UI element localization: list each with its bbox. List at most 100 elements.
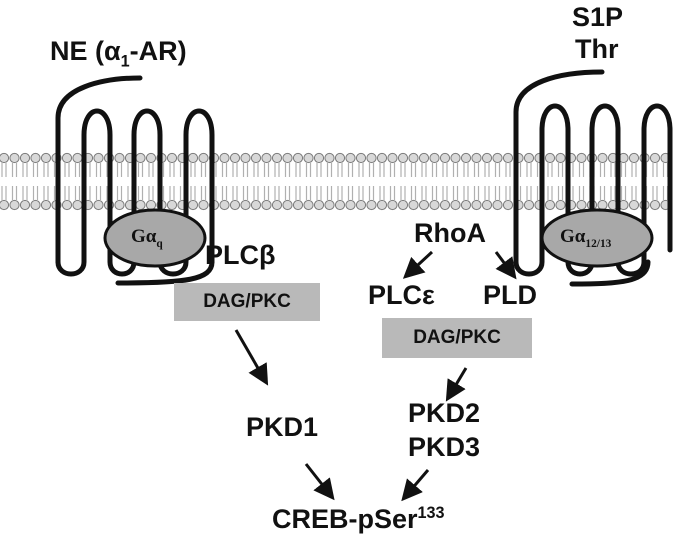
- lipid-head: [597, 152, 608, 164]
- arrow-pkd3-to-creb: [401, 469, 430, 502]
- lipid-head: [450, 199, 461, 211]
- lipid-head: [19, 152, 31, 164]
- lipid-head: [481, 152, 493, 164]
- lipid-head: [397, 152, 409, 164]
- lipid-head: [135, 199, 146, 211]
- lipid-head: [471, 152, 482, 164]
- ligand-s1p-label: S1P: [572, 2, 624, 32]
- lipid-head: [72, 152, 83, 164]
- lipid-head: [345, 199, 356, 211]
- receptor-right: [513, 69, 673, 277]
- lipid-head: [61, 199, 73, 211]
- lipid-head: [219, 152, 230, 164]
- lipid-head: [9, 199, 20, 211]
- lipid-head: [282, 152, 293, 164]
- lipid-head: [30, 199, 41, 211]
- lipid-head: [429, 152, 440, 164]
- lipid-head: [355, 152, 367, 164]
- creb-pser133-label: CREB-pSer133: [272, 504, 445, 534]
- lipid-head: [61, 152, 73, 164]
- arrow-rhoa-to-plce: [402, 250, 434, 279]
- lipid-head: [250, 199, 262, 211]
- pkd3-label: PKD3: [408, 432, 481, 462]
- lipid-head: [345, 152, 356, 164]
- g-protein-right: [540, 208, 654, 268]
- dag-pkc-box-right: DAG/PKC: [382, 318, 532, 358]
- lipid-head: [324, 199, 335, 211]
- lipid-head: [376, 199, 388, 211]
- lipid-head: [324, 152, 335, 164]
- lipid-head: [408, 199, 419, 211]
- g-alpha-q-label: Gαq: [131, 226, 163, 250]
- lipid-head: [576, 199, 587, 211]
- lipid-head: [114, 152, 125, 164]
- lipid-head: [114, 199, 125, 211]
- lipid-head: [303, 152, 314, 164]
- lipid-head: [555, 152, 566, 164]
- plcb-label: PLCβ: [205, 240, 276, 270]
- lipid-head: [397, 199, 409, 211]
- lipid-head: [544, 199, 556, 211]
- lipid-head: [439, 199, 451, 211]
- lipid-head: [229, 199, 241, 211]
- cell-membrane: [0, 152, 671, 211]
- lipid-head: [649, 199, 661, 211]
- receptor-right-tail: [569, 259, 651, 287]
- lipid-head: [376, 152, 388, 164]
- lipid-head: [0, 152, 10, 164]
- lipid-head: [555, 199, 566, 211]
- lipid-head: [597, 199, 608, 211]
- lipid-head: [492, 199, 503, 211]
- lipid-head: [30, 152, 41, 164]
- receptor-left-loop: [55, 108, 215, 277]
- pld-label: PLD: [483, 280, 537, 310]
- arrow-box-to-pkd1: [234, 329, 269, 386]
- lipid-head: [240, 199, 251, 211]
- lipid-head: [334, 152, 346, 164]
- lipid-head: [429, 199, 440, 211]
- dag-pkc-box-left: DAG/PKC: [174, 283, 320, 321]
- lipid-head: [387, 199, 398, 211]
- lipid-head: [145, 152, 157, 164]
- lipid-head: [292, 199, 304, 211]
- lipid-head: [523, 199, 535, 211]
- lipid-head: [313, 152, 325, 164]
- lipid-head: [40, 152, 52, 164]
- arrow-box-to-pkd2: [445, 367, 468, 402]
- lipid-head: [313, 199, 325, 211]
- lipid-head: [523, 152, 535, 164]
- lipid-head: [292, 152, 304, 164]
- lipid-head: [471, 199, 482, 211]
- lipid-head: [366, 152, 377, 164]
- receptor-left: [55, 75, 215, 277]
- lipid-head: [166, 199, 178, 211]
- arrow-pkd1-to-creb: [304, 463, 335, 501]
- lipid-head: [145, 199, 157, 211]
- lipid-head: [40, 199, 52, 211]
- pkd1-label: PKD1: [246, 412, 319, 442]
- lipid-head: [366, 199, 377, 211]
- lipid-head: [439, 152, 451, 164]
- lipid-head: [481, 199, 493, 211]
- ligand-ne-label: NE (α1-AR): [50, 36, 187, 71]
- lipid-head: [492, 152, 503, 164]
- rhoa-label: RhoA: [414, 218, 486, 248]
- lipid-head: [282, 199, 293, 211]
- receptor-right-loop: [513, 103, 673, 277]
- lipid-head: [93, 152, 104, 164]
- pkd2-label: PKD2: [408, 398, 481, 428]
- lipid-head: [576, 152, 587, 164]
- lipid-head: [187, 152, 199, 164]
- lipid-head: [450, 152, 461, 164]
- lipid-head: [229, 152, 241, 164]
- lipid-head: [135, 152, 146, 164]
- lipid-head: [19, 199, 31, 211]
- lipid-head: [198, 199, 209, 211]
- lipid-head: [387, 152, 398, 164]
- lipid-head: [93, 199, 104, 211]
- lipid-head: [303, 199, 314, 211]
- lipid-head: [240, 152, 251, 164]
- lipid-head: [418, 199, 430, 211]
